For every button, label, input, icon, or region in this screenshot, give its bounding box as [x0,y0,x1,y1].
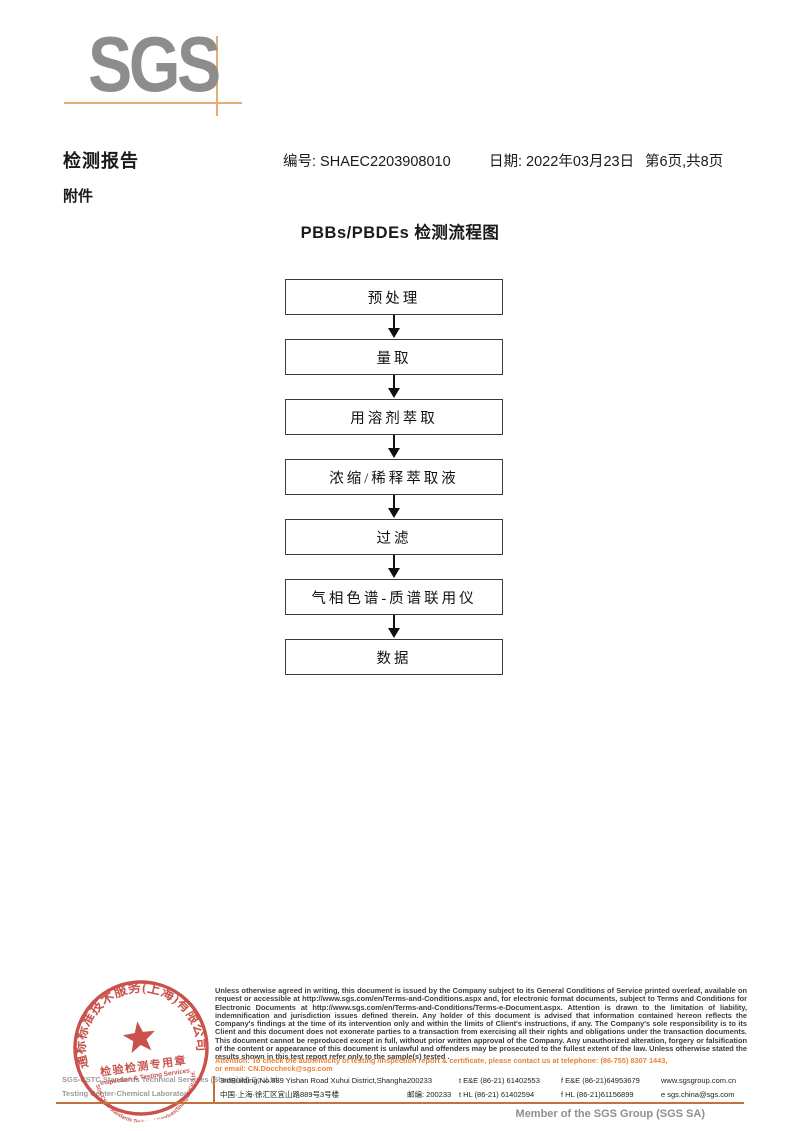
attention-line-1: Attention: To check the authenticity of … [215,1056,668,1065]
report-date: 日期: 2022年03月23日 [489,154,635,170]
flowchart-step-measure: 量取 [285,339,503,375]
website-link: www.sgsgroup.com.cn [661,1076,737,1085]
star-icon [122,1021,155,1054]
postcode-en: 200233 [407,1076,433,1085]
address-cn: 中国·上海·徐汇区宜山路889号3号楼 [220,1090,340,1099]
footer-horizontal-rule [56,1102,744,1105]
telephone-cn: t HL (86-21) 61402594 [459,1090,535,1099]
page-indicator: 第6页,共8页 [645,154,724,170]
logo-vertical-rule [216,36,218,116]
telephone-en: t E&E (86-21) 61402553 [459,1076,540,1085]
report-number: 编号: SHAEC2203908010 [283,154,451,170]
sgs-member-line: Member of the SGS Group (SGS SA) [515,1108,705,1120]
lab-department-name: Testing Center-Chemical Laboratory [62,1089,192,1098]
arrow-down-icon [285,435,503,459]
arrow-down-icon [285,375,503,399]
attachment-label: 附件 [63,188,94,205]
logo-horizontal-rule [64,102,242,104]
flowchart-step-pretreatment: 预处理 [285,279,503,315]
flowchart: 预处理 量取 用溶剂萃取 浓缩/稀释萃取液 过滤 气相色谱-质谱联用仪 数据 [285,279,503,675]
terms-disclaimer: Unless otherwise agreed in writing, this… [215,986,747,1062]
arrow-down-icon [285,315,503,339]
fax-en: f E&E (86-21)64953679 [561,1076,640,1085]
company-seal-stamp: 通标标准技术服务(上海)有限公司 SGS-CSTC Standards Tech… [64,971,211,1130]
attention-notice: Attention: To check the authenticity of … [215,1056,747,1074]
flowchart-step-filter: 过滤 [285,519,503,555]
seal-company-cn: 通标标准技术服务(上海)有限公司 [64,971,211,1070]
arrow-down-icon [285,495,503,519]
address-row-cn: 中国·上海·徐汇区宜山路889号3号楼 邮编: 200233 t HL (86-… [220,1089,747,1102]
postcode-cn: 邮编: 200233 [407,1090,452,1099]
address-row-en: 3rdBuilding,No.889 Yishan Road Xuhui Dis… [220,1076,747,1089]
address-block: 3rdBuilding,No.889 Yishan Road Xuhui Dis… [213,1076,747,1102]
address-en: 3rdBuilding,No.889 Yishan Road Xuhui Dis… [220,1076,407,1085]
flowchart-step-gcms: 气相色谱-质谱联用仪 [285,579,503,615]
flowchart-step-concentrate-dilute: 浓缩/稀释萃取液 [285,459,503,495]
arrow-down-icon [285,615,503,639]
flowchart-step-data: 数据 [285,639,503,675]
attention-line-2: or email: CN.Doccheck@sgs.com [215,1064,333,1074]
arrow-down-icon [285,555,503,579]
flowchart-step-solvent-extraction: 用溶剂萃取 [285,399,503,435]
report-title: 检测报告 [63,151,139,171]
lab-company-name: SGS-CSTC Standards Technical Services (S… [62,1075,280,1084]
fax-cn: f HL (86-21)61156899 [561,1090,634,1099]
flowchart-title: PBBs/PBDEs 检测流程图 [300,224,500,242]
email-link: e sgs.china@sgs.com [661,1090,735,1099]
svg-text:通标标准技术服务(上海)有限公司: 通标标准技术服务(上海)有限公司 [64,971,211,1070]
seal-ring [73,980,209,1116]
sgs-logo: SGS [88,24,248,108]
sgs-logo-text: SGS [88,20,221,108]
